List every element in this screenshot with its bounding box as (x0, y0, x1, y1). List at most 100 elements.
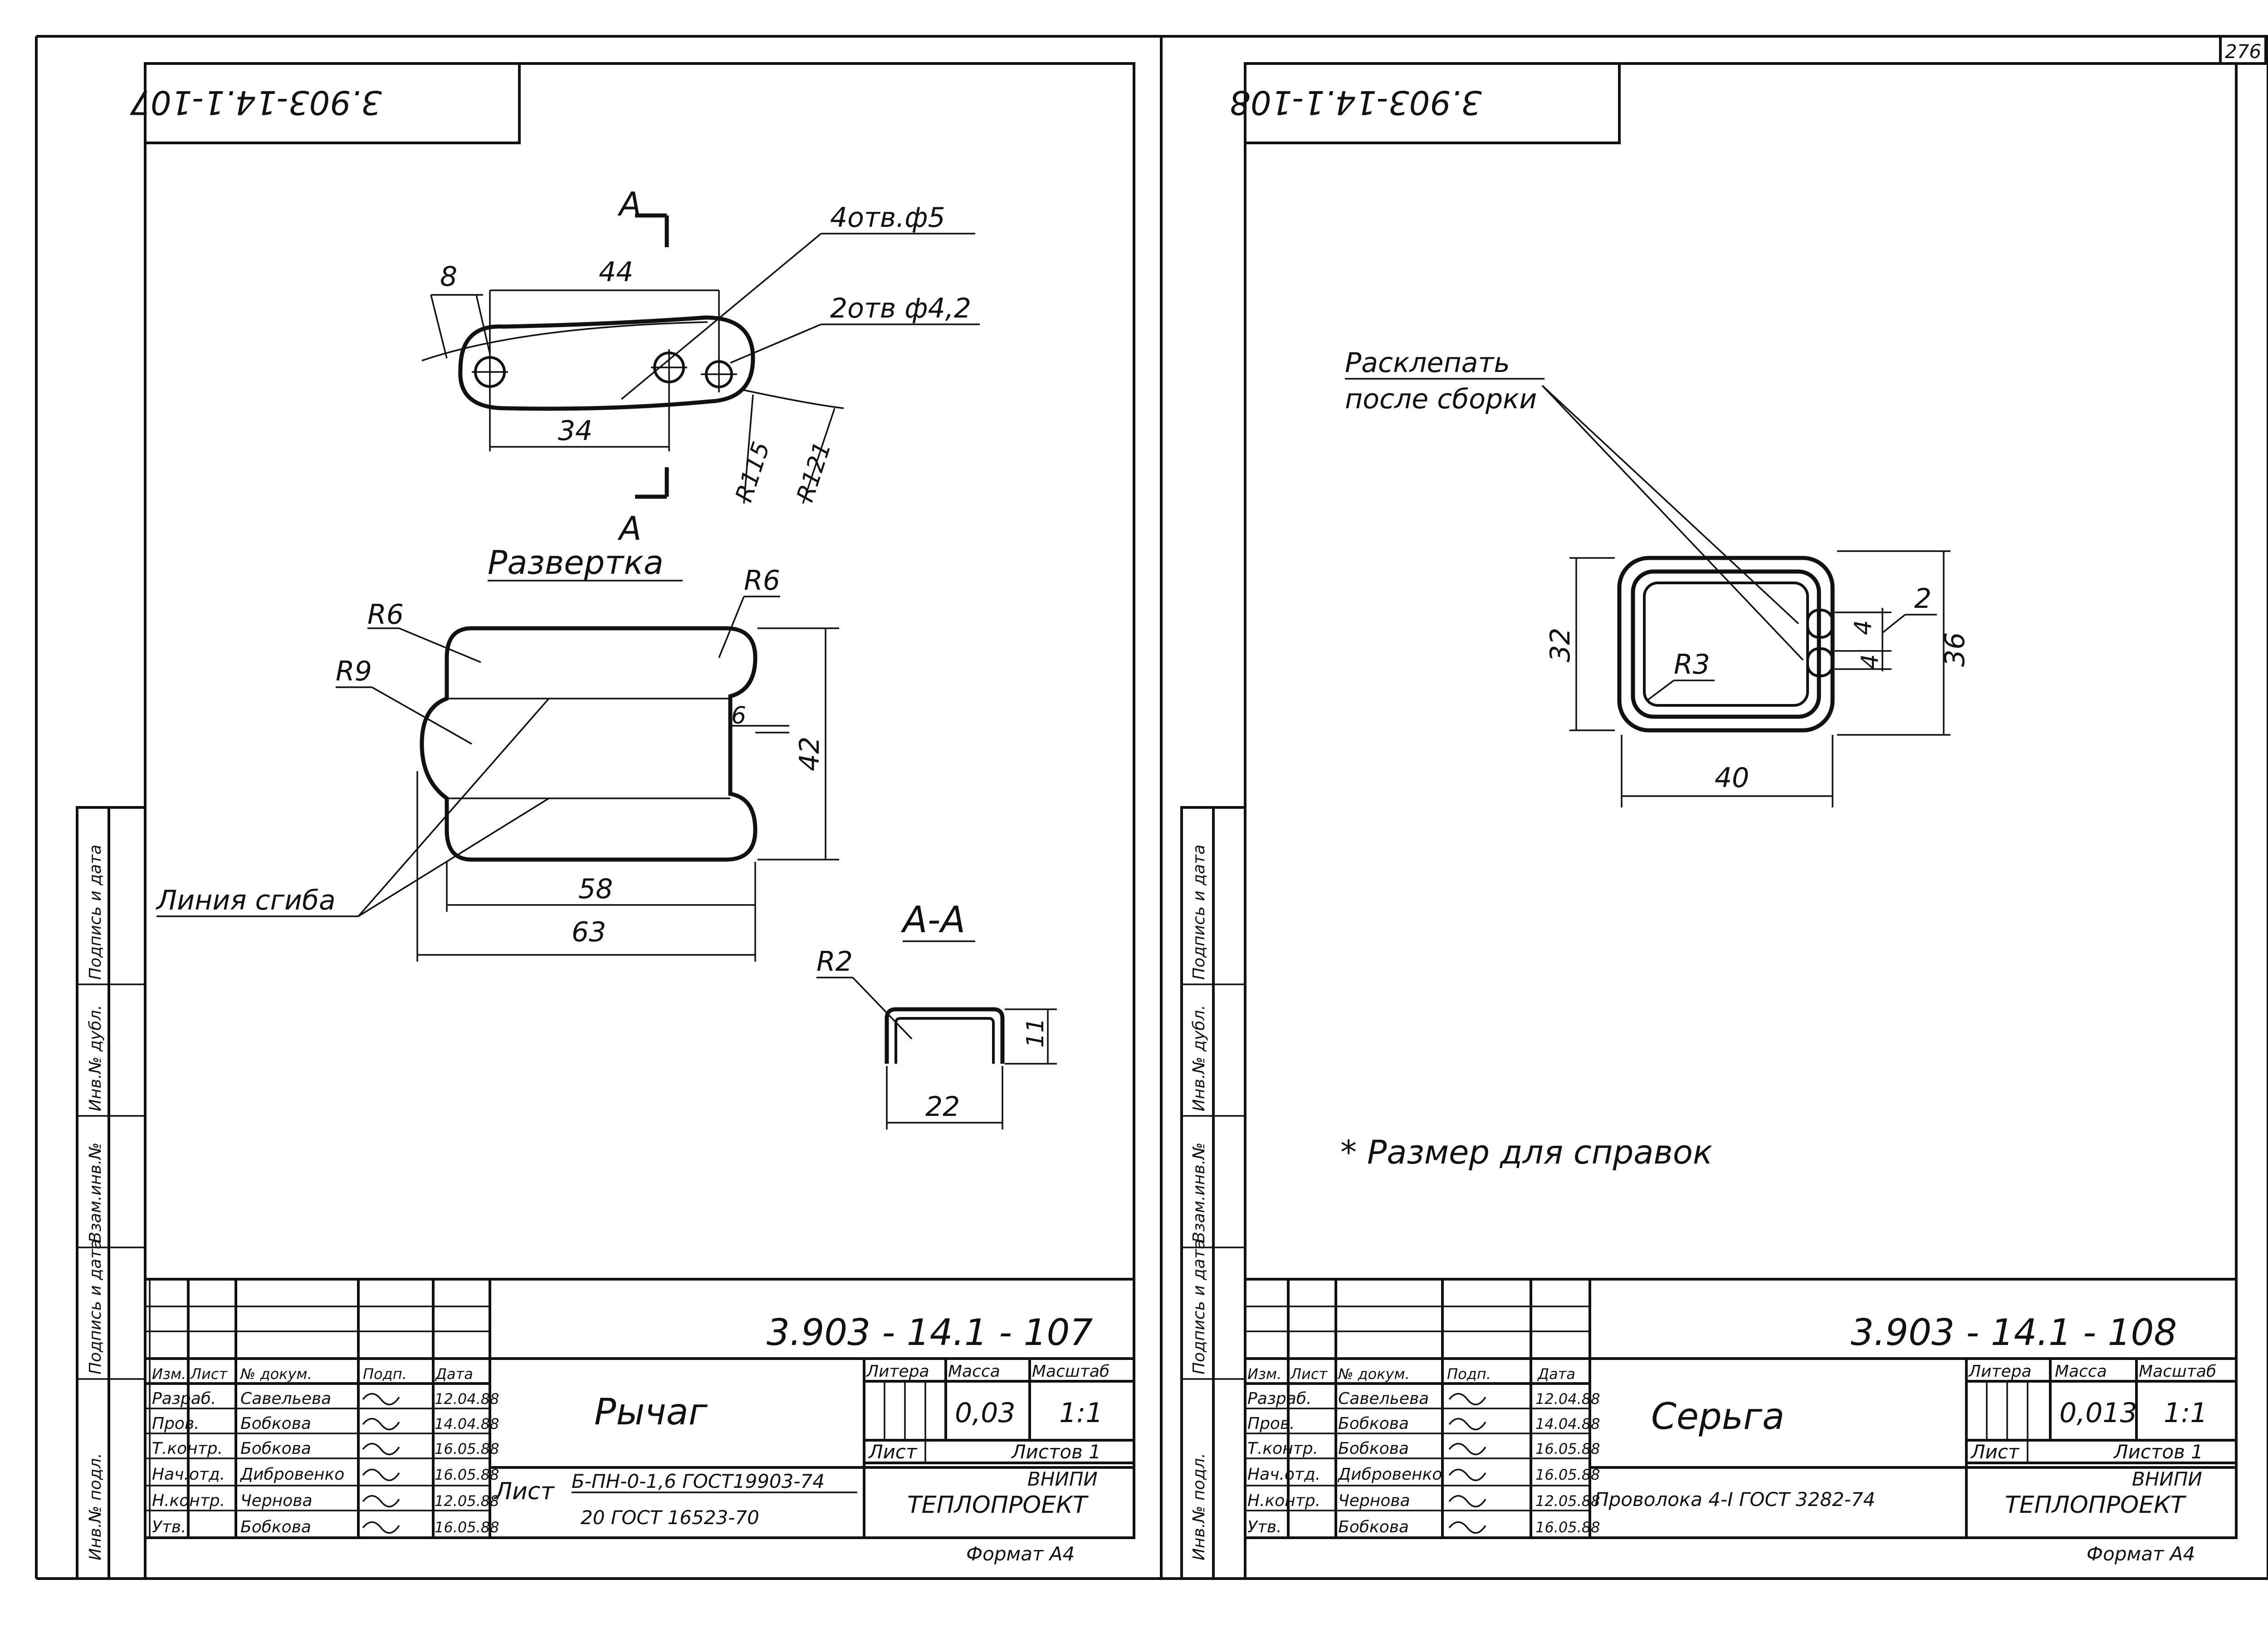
hdr-mass-right: Масса (2055, 1362, 2107, 1381)
role-2: Т.контр. (152, 1439, 223, 1458)
side-label-podpis-2: Подпись и дата (86, 1239, 105, 1374)
dim-r3: R3 (1674, 649, 1710, 680)
hdr-scale-left: Масштаб (1032, 1362, 1110, 1381)
role-0-r: Разраб. (1247, 1389, 1311, 1408)
role-5-r: Утв. (1247, 1518, 1282, 1536)
org-line1-left: ВНИПИ (1027, 1468, 1098, 1490)
dim-r9: R9 (336, 655, 372, 687)
person-4-r: Чернова (1338, 1491, 1410, 1510)
date-4-r: 12.05.88 (1535, 1492, 1600, 1510)
person-1-r: Бобкова (1338, 1414, 1409, 1433)
dim-22: 22 (925, 1091, 960, 1123)
side-label-vzam: Взам.инв.№ (86, 1142, 105, 1243)
date-5-r: 16.05.88 (1535, 1519, 1600, 1536)
material-line2-left: 20 ГОСТ 16523-70 (581, 1506, 759, 1529)
label-razvertka: Развертка (488, 543, 664, 582)
label-section-aa: А-А (900, 899, 965, 941)
dim-2: 2 (1914, 583, 1931, 615)
date-2: 16.05.88 (435, 1440, 499, 1457)
title-right: Серьга (1651, 1395, 1784, 1438)
side-label-inv-podl: Инв.№ подл. (86, 1453, 105, 1560)
role-1-r: Пров. (1247, 1414, 1295, 1433)
dim-r6-right: R6 (744, 565, 780, 597)
earring-view: Расклепать после сборки 32 36 40 R3 (1345, 347, 1971, 807)
hdr-podp: Подп. (363, 1365, 407, 1383)
page-number: 276 (2225, 40, 2261, 63)
hdr-mass-left: Масса (948, 1362, 1000, 1381)
hdr-data-r: Дата (1537, 1365, 1575, 1383)
role-2-r: Т.контр. (1247, 1439, 1318, 1458)
hdr-scale-right: Масштаб (2139, 1362, 2216, 1381)
section-mark-bottom: А (617, 509, 641, 548)
side-label-inv-dubl-r: Инв.№ дубл. (1190, 1005, 1208, 1111)
hdr-podp-r: Подп. (1447, 1365, 1491, 1383)
role-3-r: Нач.отд. (1247, 1465, 1320, 1484)
person-5-r: Бобкова (1338, 1518, 1409, 1536)
reference-note: * Размер для справок (1340, 1133, 1712, 1171)
date-2-r: 16.05.88 (1535, 1440, 1600, 1457)
dim-34: 34 (558, 415, 592, 447)
person-0: Савельева (240, 1389, 331, 1408)
date-1: 14.04.88 (435, 1415, 499, 1433)
dim-8: 8 (440, 261, 457, 293)
format-right: Формат А4 (2087, 1543, 2195, 1565)
scale-left: 1:1 (1059, 1397, 1103, 1429)
designation-left: 3.903 - 14.1 - 107 (767, 1311, 1093, 1354)
material-right: Проволока 4-I ГОСТ 3282-74 (1594, 1488, 1875, 1511)
title-block-right: 3.903 - 14.1 - 108 Серьга Литера Масса М… (1244, 1278, 2238, 1565)
person-3-r: Дибровенко (1337, 1465, 1442, 1484)
org-line2-right: ТЕПЛОПРОЕКТ (2005, 1491, 2187, 1519)
dim-4-b: 4 (1857, 654, 1884, 669)
dim-42: 42 (794, 737, 826, 771)
top-stamp-right: 3.903-14.1-108 (1230, 83, 1482, 122)
side-strip-left: Подпись и дата Инв.№ дубл. Взам.инв.№ По… (76, 806, 147, 1580)
role-3: Нач.отд. (152, 1465, 225, 1484)
side-label-inv-podl-r: Инв.№ подл. (1190, 1453, 1208, 1560)
side-label-podpis-2-r: Подпись и дата (1190, 1239, 1208, 1374)
sheet-right: 3.903-14.1-108 Подпись и дата Инв.№ дубл… (1180, 62, 2238, 1580)
format-left: Формат А4 (966, 1543, 1075, 1565)
scale-right: 1:1 (2164, 1397, 2208, 1429)
person-1: Бобкова (240, 1414, 311, 1433)
role-1: Пров. (152, 1414, 200, 1433)
label-holes-4: 4отв.ф5 (830, 202, 945, 234)
dim-36: 36 (1939, 632, 1971, 667)
side-strip-right: Подпись и дата Инв.№ дубл. Взам.инв.№ По… (1180, 806, 1246, 1580)
hdr-list: Лист (190, 1365, 228, 1383)
section-mark-top: А (617, 185, 641, 223)
dim-63: 63 (572, 916, 606, 948)
date-5: 16.05.88 (435, 1519, 499, 1536)
designation-right: 3.903 - 14.1 - 108 (1851, 1311, 2177, 1354)
hdr-list-r: Лист (1290, 1365, 1328, 1383)
material-prefix-left: Лист (494, 1478, 555, 1505)
hdr-data: Дата (435, 1365, 473, 1383)
section-a-a: А-А R2 11 22 (816, 899, 1057, 1129)
dim-4-a: 4 (1850, 620, 1877, 635)
dim-6: 6 (731, 702, 746, 729)
sheet-label-left: Лист (868, 1441, 918, 1463)
hdr-litera-right: Литера (1968, 1362, 2032, 1381)
dim-r6-left: R6 (367, 599, 404, 631)
title-left: Рычаг (594, 1391, 708, 1433)
sheet-left: 3.903-14.1-107 Подпись и дата Инв.№ дубл… (76, 62, 1135, 1580)
mass-left: 0,03 (955, 1397, 1016, 1429)
person-0-r: Савельева (1338, 1389, 1429, 1408)
role-4-r: Н.контр. (1247, 1491, 1320, 1510)
dim-11: 11 (1022, 1018, 1049, 1048)
top-stamp-left: 3.903-14.1-107 (130, 83, 382, 122)
person-2: Бобкова (240, 1439, 311, 1458)
hdr-dokum: № докум. (240, 1365, 312, 1383)
dim-r115: R115 (730, 439, 775, 505)
date-1-r: 14.04.88 (1535, 1415, 1600, 1433)
hdr-litera-left: Литера (865, 1362, 929, 1381)
label-bend-line: Линия сгиба (156, 885, 336, 916)
person-4: Чернова (240, 1491, 313, 1510)
lever-top-view: А 8 44 34 (421, 185, 980, 548)
person-2-r: Бобкова (1338, 1439, 1409, 1458)
sheets-total-left: Листов 1 (1011, 1441, 1101, 1463)
side-label-vzam-r: Взам.инв.№ (1190, 1142, 1208, 1243)
role-4: Н.контр. (152, 1491, 225, 1510)
role-5: Утв. (152, 1518, 186, 1536)
hdr-izm: Изм. (152, 1365, 186, 1383)
